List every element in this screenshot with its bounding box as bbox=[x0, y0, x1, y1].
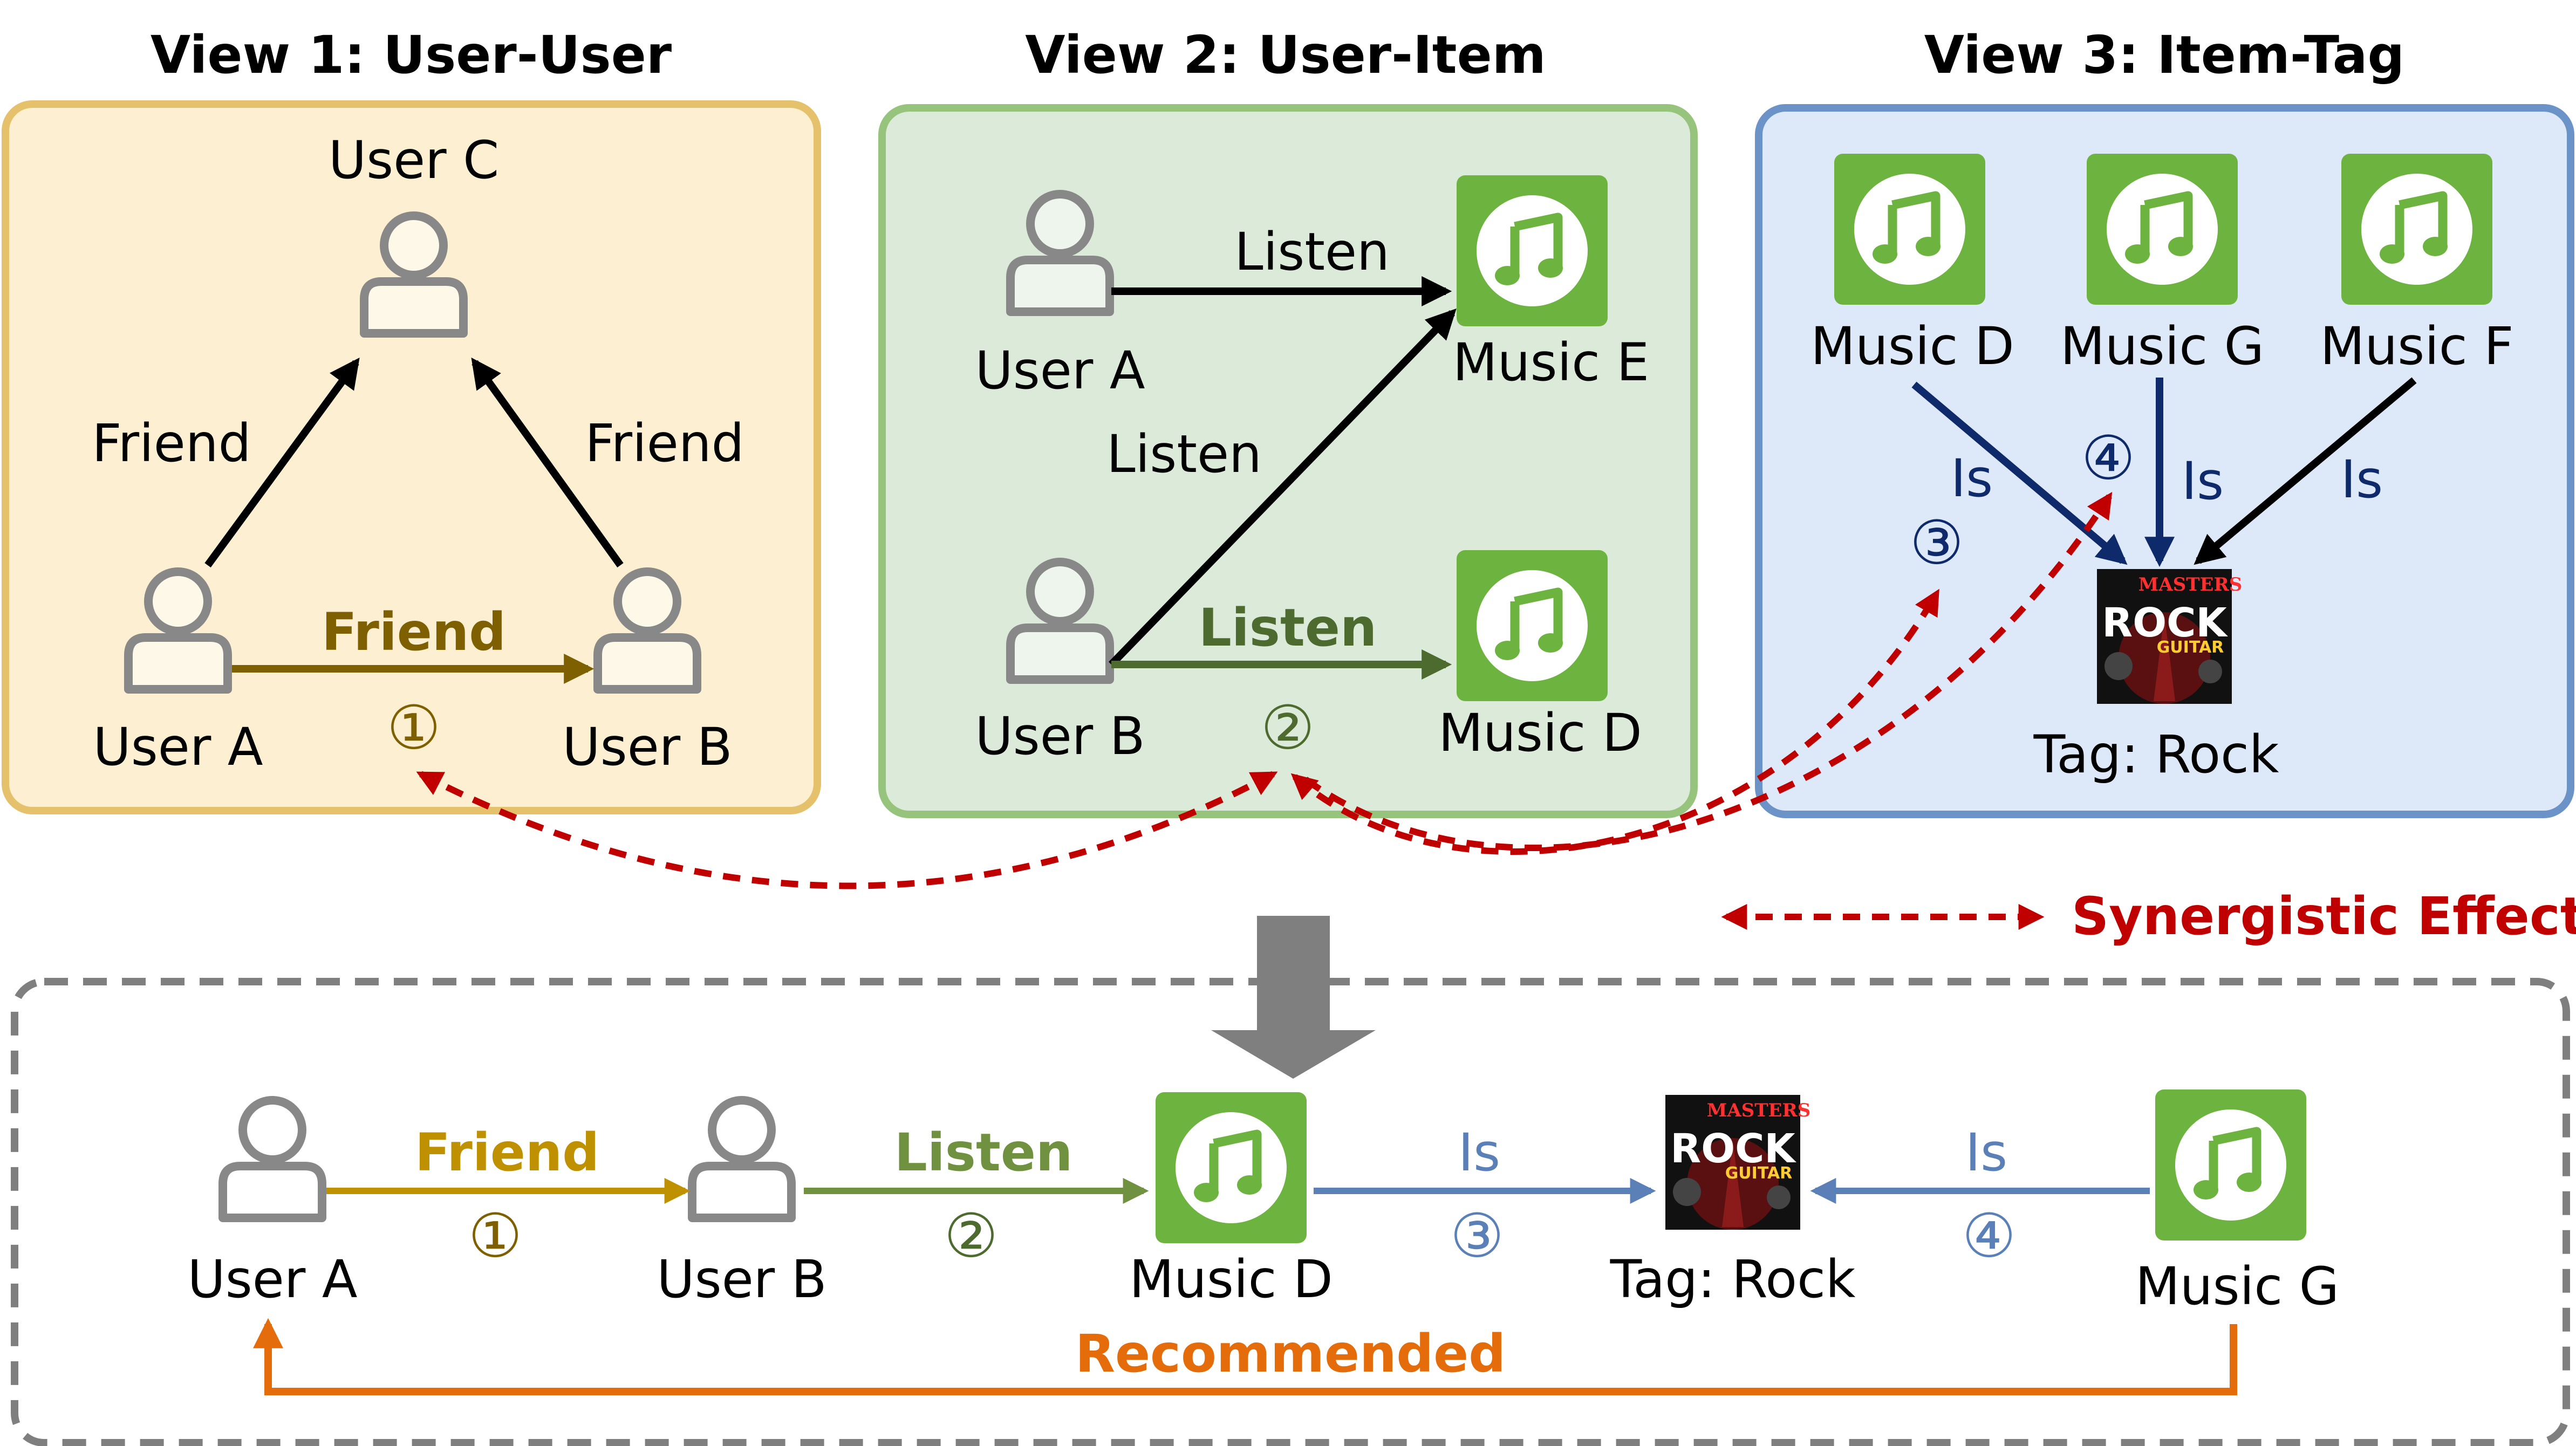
path-user-b-label: User B bbox=[657, 1249, 826, 1310]
path-step-1: ① bbox=[468, 1201, 522, 1271]
path-user-a-label: User A bbox=[188, 1249, 358, 1310]
view2-title: View 2: User-Item bbox=[1025, 25, 1546, 85]
view3-d-is-label: Is bbox=[1951, 448, 1993, 509]
view1-title: View 1: User-User bbox=[151, 25, 672, 85]
path-step-3: ③ bbox=[1450, 1201, 1504, 1271]
path-album-art-text-masters: MASTERS bbox=[1707, 1100, 1811, 1121]
path-friend-label: Friend bbox=[415, 1122, 599, 1183]
legend-synergy-label: Synergistic Effect bbox=[2072, 886, 2576, 947]
view3-music-d-icon bbox=[1834, 154, 1985, 305]
view1-user-b-label: User B bbox=[562, 717, 732, 777]
view2-b-listen-e-arrow bbox=[1108, 308, 1457, 667]
album-art-text-rock: ROCK bbox=[2102, 600, 2228, 646]
path-user-b-icon bbox=[692, 1100, 791, 1218]
path-is-label-1: Is bbox=[1458, 1122, 1500, 1183]
view1-user-c-label: User C bbox=[329, 130, 499, 190]
view3-step-4: ④ bbox=[2081, 423, 2135, 494]
view2-music-d-icon bbox=[1457, 550, 1608, 701]
path-step-2: ② bbox=[944, 1201, 998, 1271]
view1-user-a-label: User A bbox=[93, 717, 263, 777]
path-step-4: ④ bbox=[1962, 1201, 2016, 1271]
path-is-label-2: Is bbox=[1965, 1122, 2007, 1183]
view3-music-f-label: Music F bbox=[2320, 316, 2514, 376]
view3-f-is-arrow bbox=[2194, 377, 2417, 565]
view3-music-f-icon bbox=[2341, 154, 2492, 305]
combined-path-box bbox=[11, 978, 2570, 1446]
path-tag-label: Tag: Rock bbox=[1610, 1249, 1856, 1310]
synergy-arrow-2-3 bbox=[1290, 588, 1940, 855]
view1-bottom-friend-label: Friend bbox=[322, 602, 506, 662]
view2-user-b-label: User B bbox=[975, 706, 1145, 766]
view3-tag-label: Tag: Rock bbox=[2033, 724, 2279, 785]
view3-step-3: ③ bbox=[1910, 508, 1964, 578]
view3-g-is-label: Is bbox=[2182, 451, 2224, 511]
view3-f-is-label: Is bbox=[2341, 449, 2383, 510]
view1-right-friend-label: Friend bbox=[585, 413, 744, 474]
album-art-text-guitar: GUITAR bbox=[2157, 638, 2224, 657]
path-music-d-icon bbox=[1156, 1092, 1307, 1243]
view2-music-e-label: Music E bbox=[1453, 332, 1649, 393]
path-music-d-label: Music D bbox=[1129, 1249, 1333, 1310]
path-album-art-text-guitar: GUITAR bbox=[1725, 1164, 1793, 1183]
view2-user-a-label: User A bbox=[975, 340, 1145, 401]
view1-left-friend-label: Friend bbox=[92, 413, 251, 474]
music-e-icon bbox=[1457, 175, 1608, 326]
view3-music-g-label: Music G bbox=[2060, 316, 2264, 376]
view2-music-d-label: Music D bbox=[1438, 703, 1642, 763]
view2-a-listen-e-label: Listen bbox=[1234, 222, 1390, 282]
view1-step-1: ① bbox=[387, 693, 441, 763]
view1-right-friend-arrow bbox=[471, 357, 624, 568]
recommended-label: Recommended bbox=[1075, 1324, 1506, 1384]
view1-left-friend-arrow bbox=[204, 357, 360, 568]
view2-step-2: ② bbox=[1261, 693, 1315, 763]
synergy-arrow-1-2 bbox=[416, 771, 1278, 889]
path-listen-label: Listen bbox=[894, 1122, 1073, 1183]
path-music-g-label: Music G bbox=[2135, 1256, 2339, 1317]
view3-music-g-icon bbox=[2087, 154, 2238, 305]
path-album-art-text-rock: ROCK bbox=[1670, 1126, 1796, 1172]
view3-music-d-label: Music D bbox=[1810, 316, 2014, 376]
synergy-arrow-2-4 bbox=[1303, 491, 2113, 851]
path-user-a-icon bbox=[223, 1100, 322, 1218]
path-music-g-icon bbox=[2155, 1089, 2306, 1241]
view2-b-listen-e-label: Listen bbox=[1106, 424, 1262, 484]
recommended-arrow bbox=[253, 1318, 2237, 1395]
album-art-text-masters: MASTERS bbox=[2138, 574, 2243, 595]
view2-b-listen-d-label: Listen bbox=[1199, 598, 1377, 658]
merge-down-arrow bbox=[1211, 916, 1376, 1079]
view3-title: View 3: Item-Tag bbox=[1924, 25, 2404, 85]
